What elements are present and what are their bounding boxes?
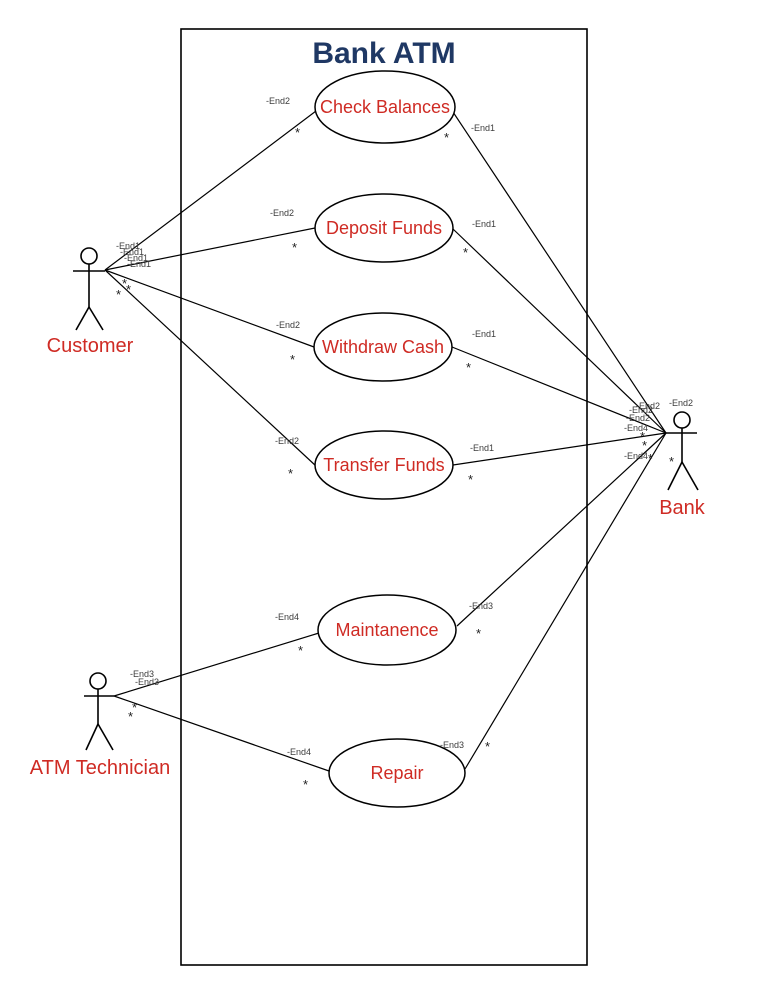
use-case-deposit-funds: Deposit Funds (314, 193, 454, 263)
actor-bank: Bank (659, 411, 706, 519)
end-label-customer-hand: -End1 (120, 247, 144, 257)
use-case-label: Withdraw Cash (322, 337, 444, 357)
multiplicity-star: * (648, 451, 653, 466)
end-label-repair-tech-side: -End4 (287, 747, 311, 757)
use-case-repair: Repair (328, 738, 466, 808)
use-case-ellipse (313, 312, 453, 382)
multiplicity-star: * (476, 626, 481, 641)
end-label-maintanence-tech-side: -End4 (275, 612, 299, 622)
actor-atm-technician: ATM Technician (30, 672, 170, 779)
use-case-label: Repair (370, 763, 423, 783)
end-label-bank-hand: -End4 (624, 451, 648, 461)
use-case-transfer-funds: Transfer Funds (314, 430, 454, 500)
actor-leg (88, 306, 104, 331)
actor-customer: Customer (47, 247, 134, 357)
end-label-bank-hand: -End2 (636, 401, 660, 411)
multiplicity-star: * (463, 245, 468, 260)
use-case-label: Check Balances (320, 97, 450, 117)
end-label-customer-hand: -End1 (127, 259, 151, 269)
use-case-check-balances: Check Balances (314, 70, 456, 144)
multiplicity-star: * (122, 276, 127, 291)
actor-leg (97, 723, 114, 751)
assoc-bank-withdraw-cash (451, 346, 667, 434)
diagram-title: Bank ATM (312, 37, 455, 70)
multiplicity-star: * (468, 472, 473, 487)
multiplicity-star: * (444, 130, 449, 145)
end-label-bank-hand: -End2 (626, 413, 650, 423)
multiplicity-star: * (132, 700, 137, 715)
assoc-customer-transfer-funds (104, 269, 317, 467)
actor-label: ATM Technician (30, 757, 170, 779)
end-label-bank-head: -End2 (669, 398, 693, 408)
end-label-withdraw-customer-side: -End2 (276, 320, 300, 330)
use-case-ellipse (314, 70, 456, 144)
use-case-ellipse (317, 594, 457, 666)
multiplicity-star: * (303, 777, 308, 792)
assoc-customer-deposit-funds (104, 227, 316, 271)
multiplicity-star: * (292, 240, 297, 255)
multiplicity-star: * (116, 287, 121, 302)
actor-leg (667, 461, 683, 491)
end-label-check-customer-side: -End2 (266, 96, 290, 106)
actor-label: Bank (659, 497, 706, 519)
use-case-withdraw-cash: Withdraw Cash (313, 312, 453, 382)
multiplicity-star: * (669, 454, 674, 469)
end-label-deposit-bank-side: -End1 (472, 219, 496, 229)
end-label-bank-hand: -End2 (629, 405, 653, 415)
use-case-label: Deposit Funds (326, 218, 442, 238)
multiplicity-star: * (295, 125, 300, 140)
end-label-maintanence-bank-side: -End3 (469, 601, 493, 611)
multiplicity-star: * (128, 709, 133, 724)
multiplicity-star: * (640, 429, 645, 444)
actor-label: Customer (47, 335, 134, 357)
use-case-ellipse (328, 738, 466, 808)
end-label-technician-hand: -End3 (130, 669, 154, 679)
use-case-maintanence: Maintanence (317, 594, 457, 666)
end-label-deposit-customer-side: -End2 (270, 208, 294, 218)
multiplicity-star: * (288, 466, 293, 481)
assoc-customer-withdraw-cash (104, 269, 315, 348)
multiplicity-star: * (642, 438, 647, 453)
actor-leg (85, 723, 99, 751)
multiplicity-star: * (298, 643, 303, 658)
assoc-bank-transfer-funds (452, 432, 667, 466)
actor-leg (681, 461, 699, 491)
system-boundary (180, 28, 588, 966)
use-case-ellipse (314, 193, 454, 263)
use-case-ellipse (314, 430, 454, 500)
end-label-transfer-customer-side: -End2 (275, 436, 299, 446)
assoc-bank-deposit-funds (452, 228, 667, 434)
end-label-customer-hand: -End1 (116, 241, 140, 251)
multiplicity-star: * (290, 352, 295, 367)
assoc-customer-check-balances (104, 110, 317, 271)
assoc-bank-maintanence (456, 432, 667, 627)
assoc-technician-maintanence (113, 632, 320, 697)
use-case-label: Transfer Funds (323, 455, 444, 475)
end-label-withdraw-bank-side: -End1 (472, 329, 496, 339)
use-case-label: Maintanence (335, 620, 438, 640)
actor-head (89, 672, 107, 690)
assoc-bank-repair (464, 432, 667, 770)
actor-head (673, 411, 691, 429)
end-label-check-bank-side: -End1 (471, 123, 495, 133)
end-label-transfer-bank-side: -End1 (470, 443, 494, 453)
multiplicity-star: * (126, 282, 131, 297)
end-label-bank-hand: -End4 (624, 423, 648, 433)
assoc-technician-repair (113, 695, 330, 772)
actor-leg (75, 306, 90, 331)
end-label-technician-hand: -End3 (135, 677, 159, 687)
assoc-bank-check-balances (452, 111, 667, 434)
actor-head (80, 247, 98, 265)
end-label-customer-hand: -End1 (124, 253, 148, 263)
multiplicity-star: * (466, 360, 471, 375)
multiplicity-star: * (485, 739, 490, 754)
end-label-repair-bank-side: -End3 (440, 740, 464, 750)
